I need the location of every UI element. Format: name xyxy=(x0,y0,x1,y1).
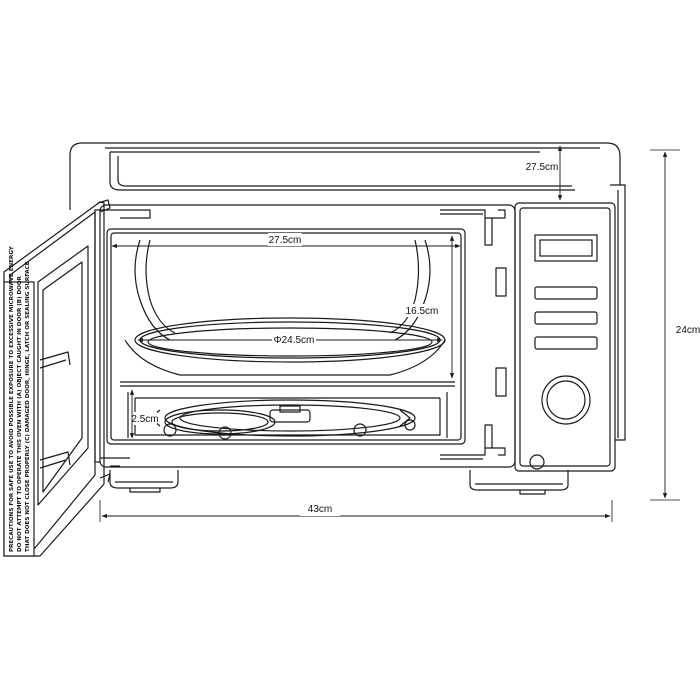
cavity-height-label: 16.5cm xyxy=(406,306,439,317)
top-housing xyxy=(69,142,626,441)
top-depth-label: 27.5cm xyxy=(526,162,559,173)
panel-button-2[interactable] xyxy=(534,311,598,325)
height-label: 24cm xyxy=(676,325,700,336)
dial-knob-icon[interactable] xyxy=(541,375,591,425)
oven-feet xyxy=(109,470,569,495)
display-window xyxy=(534,234,598,262)
roller-ring xyxy=(149,399,416,440)
round-button-icon[interactable] xyxy=(529,454,545,470)
panel-button-3[interactable] xyxy=(534,336,598,350)
dimension-extension-lines xyxy=(99,142,680,522)
floor-height-label: 2.5cm xyxy=(131,414,158,425)
door-warning-plate: PRECAUTIONS FOR SAFE USE TO AVOID POSSIB… xyxy=(3,245,35,557)
door-latch-slots xyxy=(100,209,507,460)
turntable-label: Φ24.5cm xyxy=(274,335,315,346)
door-hooks xyxy=(39,351,71,469)
display-screen xyxy=(539,239,593,257)
panel-button-1[interactable] xyxy=(534,286,598,300)
width-label: 43cm xyxy=(308,504,332,515)
warning-line-1: PRECAUTIONS FOR SAFE USE TO AVOID POSSIB… xyxy=(9,245,15,552)
warning-line-2: DO NOT ATTEMPT TO OPERATE THIS OVEN WITH… xyxy=(17,275,23,552)
warning-line-3: THAT DOES NOT CLOSE PROPERLY (C) DAMAGED… xyxy=(25,261,31,552)
cavity-width-label: 27.5cm xyxy=(269,235,302,246)
